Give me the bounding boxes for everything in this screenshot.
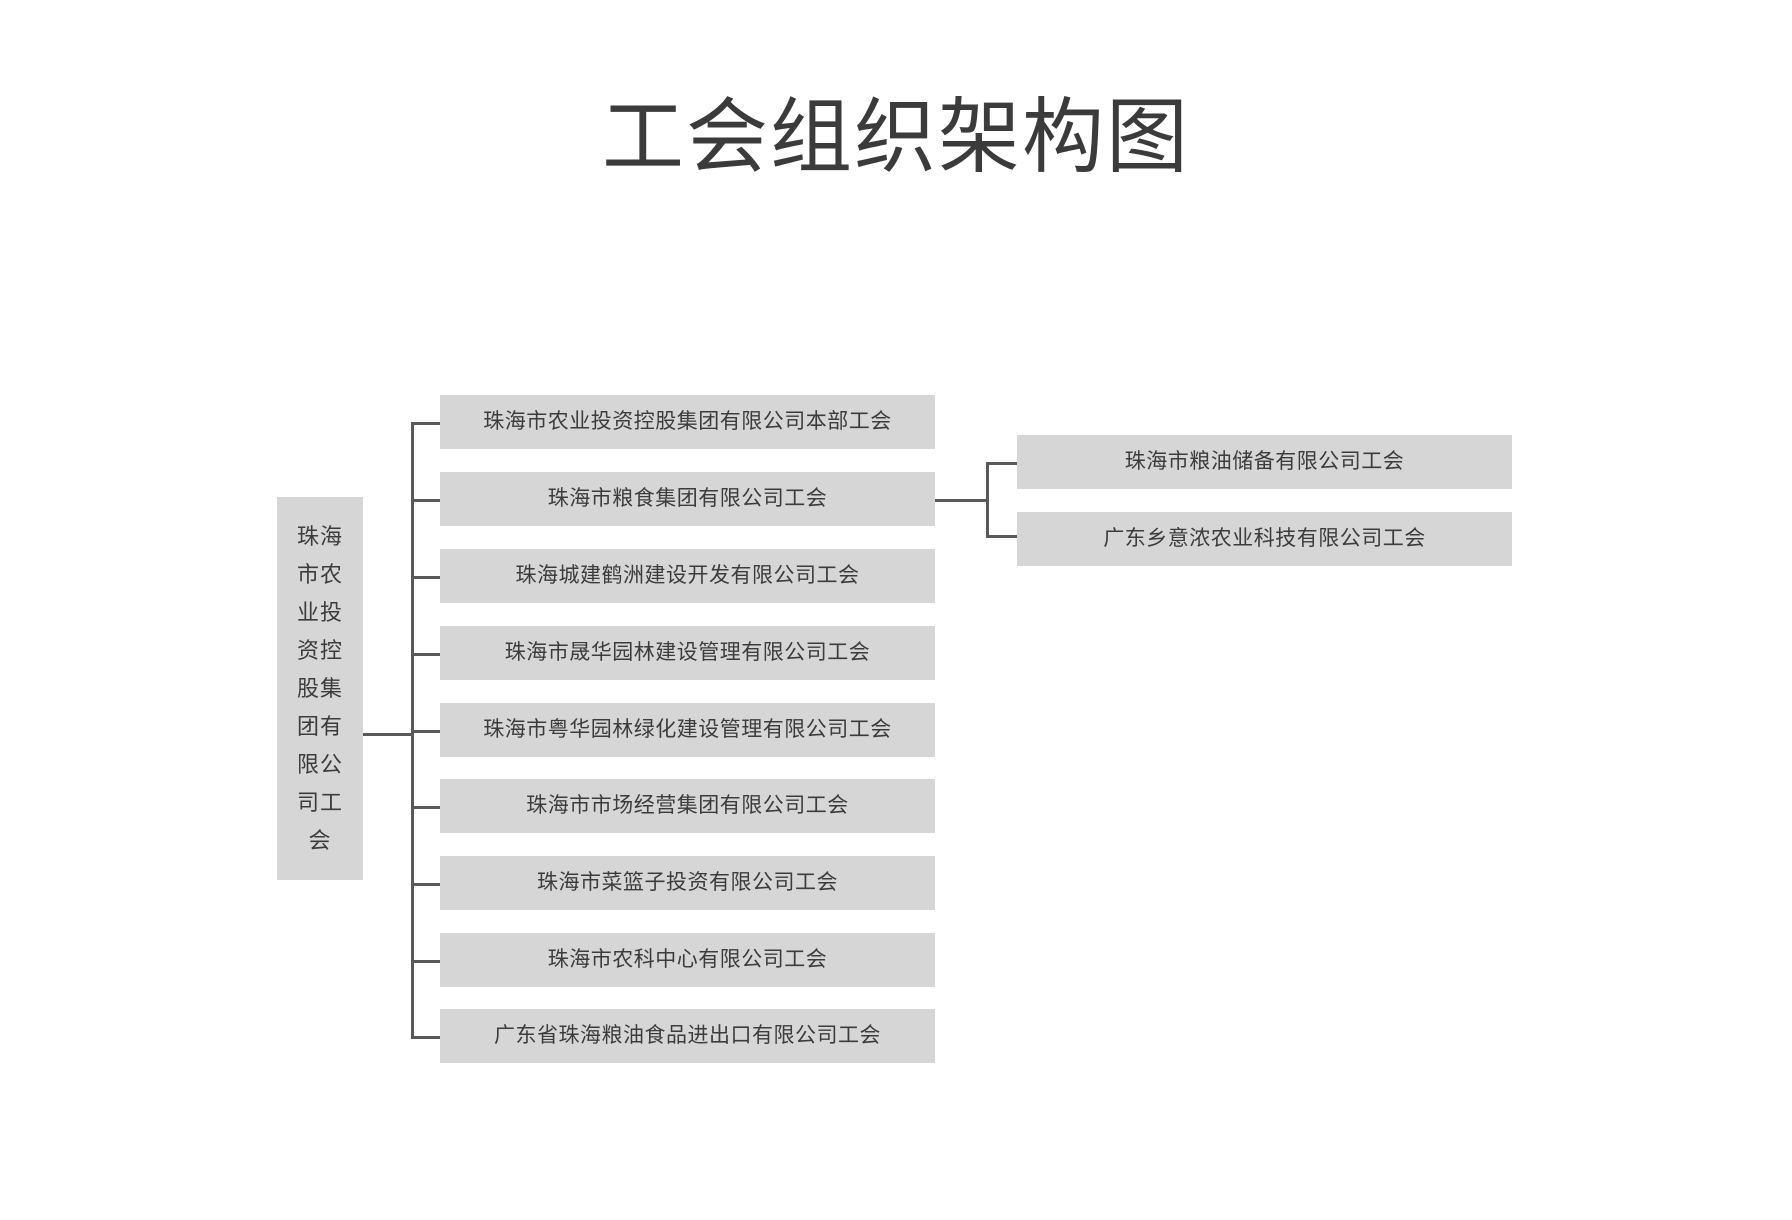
node-grandchild-1-label: 珠海市粮油储备有限公司工会 — [1124, 450, 1405, 473]
node-grandchild-2-label: 广东乡意浓农业科技有限公司工会 — [1103, 527, 1426, 550]
node-child-3-label: 珠海城建鹤洲建设开发有限公司工会 — [515, 564, 860, 587]
node-child-2-label: 珠海市粮食集团有限公司工会 — [547, 487, 828, 510]
node-child-6[interactable]: 珠海市市场经营集团有限公司工会 — [440, 779, 935, 833]
connector-stub-child-4 — [411, 653, 442, 656]
connector-stub-child-6 — [411, 806, 442, 809]
node-root-label: 珠海市农业投资控股集团有限公司工会 — [296, 523, 343, 853]
connector-stub-child-1 — [411, 422, 442, 425]
node-child-4[interactable]: 珠海市晟华园林建设管理有限公司工会 — [440, 626, 935, 680]
node-child-1[interactable]: 珠海市农业投资控股集团有限公司本部工会 — [440, 395, 935, 449]
connector-stub-grandchild-1 — [986, 462, 1019, 465]
connector-level2-trunk — [986, 462, 989, 538]
connector-stub-grandchild-2 — [986, 535, 1019, 538]
connector-stub-child-2 — [411, 499, 442, 502]
connector-stub-child-3 — [411, 576, 442, 579]
page-title: 工会组织架构图 — [601, 92, 1190, 183]
connector-root-stub — [362, 733, 414, 736]
node-grandchild-1[interactable]: 珠海市粮油储备有限公司工会 — [1017, 435, 1512, 489]
node-child-7-label: 珠海市菜篮子投资有限公司工会 — [537, 871, 838, 894]
node-child-5-label: 珠海市粤华园林绿化建设管理有限公司工会 — [483, 718, 892, 741]
node-child-7[interactable]: 珠海市菜篮子投资有限公司工会 — [440, 856, 935, 910]
node-child-6-label: 珠海市市场经营集团有限公司工会 — [526, 794, 849, 817]
node-grandchild-2[interactable]: 广东乡意浓农业科技有限公司工会 — [1017, 512, 1512, 566]
node-child-5[interactable]: 珠海市粤华园林绿化建设管理有限公司工会 — [440, 703, 935, 757]
node-child-2[interactable]: 珠海市粮食集团有限公司工会 — [440, 472, 935, 526]
connector-stub-child-9 — [411, 1036, 442, 1039]
node-child-9-label: 广东省珠海粮油食品进出口有限公司工会 — [494, 1024, 881, 1047]
node-child-4-label: 珠海市晟华园林建设管理有限公司工会 — [504, 641, 871, 664]
node-root[interactable]: 珠海市农业投资控股集团有限公司工会 — [277, 497, 363, 880]
node-child-9[interactable]: 广东省珠海粮油食品进出口有限公司工会 — [440, 1009, 935, 1063]
node-child-8-label: 珠海市农科中心有限公司工会 — [547, 948, 828, 971]
connector-stub-child-5 — [411, 730, 442, 733]
connector-level1-trunk — [411, 422, 414, 1036]
connector-child2-stub — [935, 499, 988, 502]
node-child-1-label: 珠海市农业投资控股集团有限公司本部工会 — [483, 410, 892, 433]
connector-stub-child-8 — [411, 960, 442, 963]
connector-stub-child-7 — [411, 883, 442, 886]
node-child-3[interactable]: 珠海城建鹤洲建设开发有限公司工会 — [440, 549, 935, 603]
node-child-8[interactable]: 珠海市农科中心有限公司工会 — [440, 933, 935, 987]
